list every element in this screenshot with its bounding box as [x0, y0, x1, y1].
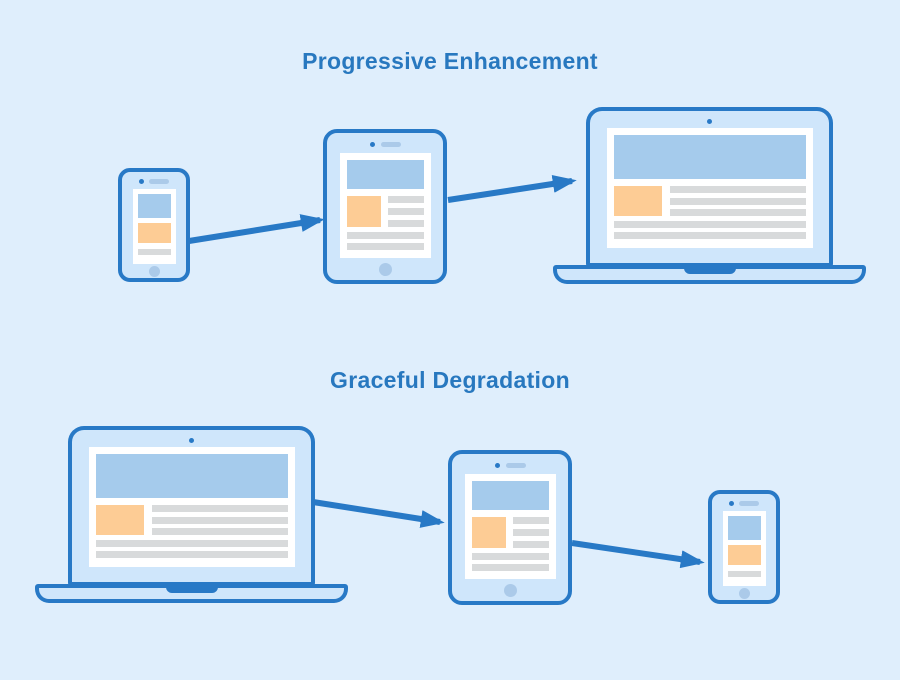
tablet-top-detail: [369, 136, 401, 153]
text-line: [95, 540, 288, 547]
laptop-base: [553, 265, 866, 284]
text-line: [613, 221, 806, 228]
text-line: [512, 541, 549, 548]
hero-block: [346, 160, 424, 189]
tablet-top-detail: [494, 457, 526, 474]
laptop-base: [35, 584, 348, 603]
home-button-icon: [378, 262, 392, 276]
camera-dot-icon: [139, 179, 144, 184]
side-text-lines: [512, 517, 549, 548]
full-width-text-lines: [471, 553, 549, 571]
laptop-top-detail: [189, 434, 194, 447]
text-line: [727, 571, 761, 577]
home-button-icon: [738, 587, 750, 599]
phone-device: [708, 490, 780, 604]
text-line: [669, 209, 806, 216]
section-title-progressive-enhancement: Progressive Enhancement: [302, 48, 598, 74]
full-width-text-lines: [95, 540, 288, 558]
laptop-top-detail: [707, 115, 712, 128]
phone-top-detail: [729, 496, 759, 511]
laptop-lid: [68, 426, 315, 586]
hero-block: [137, 194, 171, 218]
media-row: [613, 186, 806, 216]
image-block: [613, 186, 662, 216]
image-block: [471, 517, 506, 548]
hero-block: [471, 481, 549, 510]
section-title-graceful-degradation: Graceful Degradation: [330, 367, 570, 393]
tablet-screen: [464, 474, 556, 579]
laptop-lid: [586, 107, 833, 267]
home-button-icon: [148, 265, 160, 277]
hero-block: [727, 516, 761, 540]
laptop-device: [35, 426, 348, 603]
text-line: [151, 505, 288, 512]
arrow-tablet-to-phone: [571, 540, 705, 569]
text-line: [669, 186, 806, 193]
speaker-bar-icon: [380, 142, 401, 147]
phone-top-detail: [139, 174, 169, 189]
tablet-device: [448, 450, 572, 605]
media-row: [471, 517, 549, 548]
text-line: [471, 564, 549, 571]
tablet-screen: [339, 153, 431, 258]
text-line: [512, 529, 549, 536]
arrow-laptop-to-tablet: [312, 499, 445, 528]
text-line: [613, 232, 806, 239]
camera-dot-icon: [494, 463, 500, 468]
text-line: [346, 232, 424, 239]
text-line: [387, 208, 424, 215]
camera-dot-icon: [189, 438, 194, 443]
image-block: [137, 223, 171, 243]
side-text-lines: [387, 196, 424, 227]
text-line: [151, 516, 288, 524]
image-block: [95, 505, 144, 535]
phone-screen: [132, 189, 176, 264]
text-line: [471, 553, 549, 560]
speaker-bar-icon: [505, 463, 526, 468]
side-text-lines: [669, 186, 806, 216]
speaker-bar-icon: [739, 501, 759, 506]
hero-block: [95, 454, 288, 498]
speaker-bar-icon: [149, 179, 169, 184]
laptop-screen: [88, 447, 295, 567]
text-line: [387, 196, 424, 203]
arrow-phone-to-tablet: [188, 214, 325, 244]
media-row: [346, 196, 424, 227]
text-line: [387, 220, 424, 227]
arrow-tablet-to-laptop: [447, 175, 577, 203]
laptop-screen: [606, 128, 813, 248]
media-row: [95, 505, 288, 535]
laptop-device: [553, 107, 866, 284]
text-line: [137, 249, 171, 255]
text-line: [669, 197, 806, 205]
text-line: [512, 517, 549, 524]
phone-device: [118, 168, 190, 282]
text-line: [95, 551, 288, 558]
text-line: [151, 528, 288, 535]
camera-dot-icon: [729, 501, 734, 506]
side-text-lines: [151, 505, 288, 535]
full-width-text-lines: [613, 221, 806, 239]
image-block: [346, 196, 381, 227]
home-button-icon: [503, 583, 517, 597]
phone-screen: [722, 511, 766, 586]
full-width-text-lines: [346, 232, 424, 250]
camera-dot-icon: [707, 119, 712, 124]
laptop-notch: [165, 584, 218, 593]
text-line: [346, 243, 424, 250]
laptop-notch: [683, 265, 736, 274]
tablet-device: [323, 129, 447, 284]
hero-block: [613, 135, 806, 179]
camera-dot-icon: [369, 142, 375, 147]
image-block: [727, 545, 761, 565]
